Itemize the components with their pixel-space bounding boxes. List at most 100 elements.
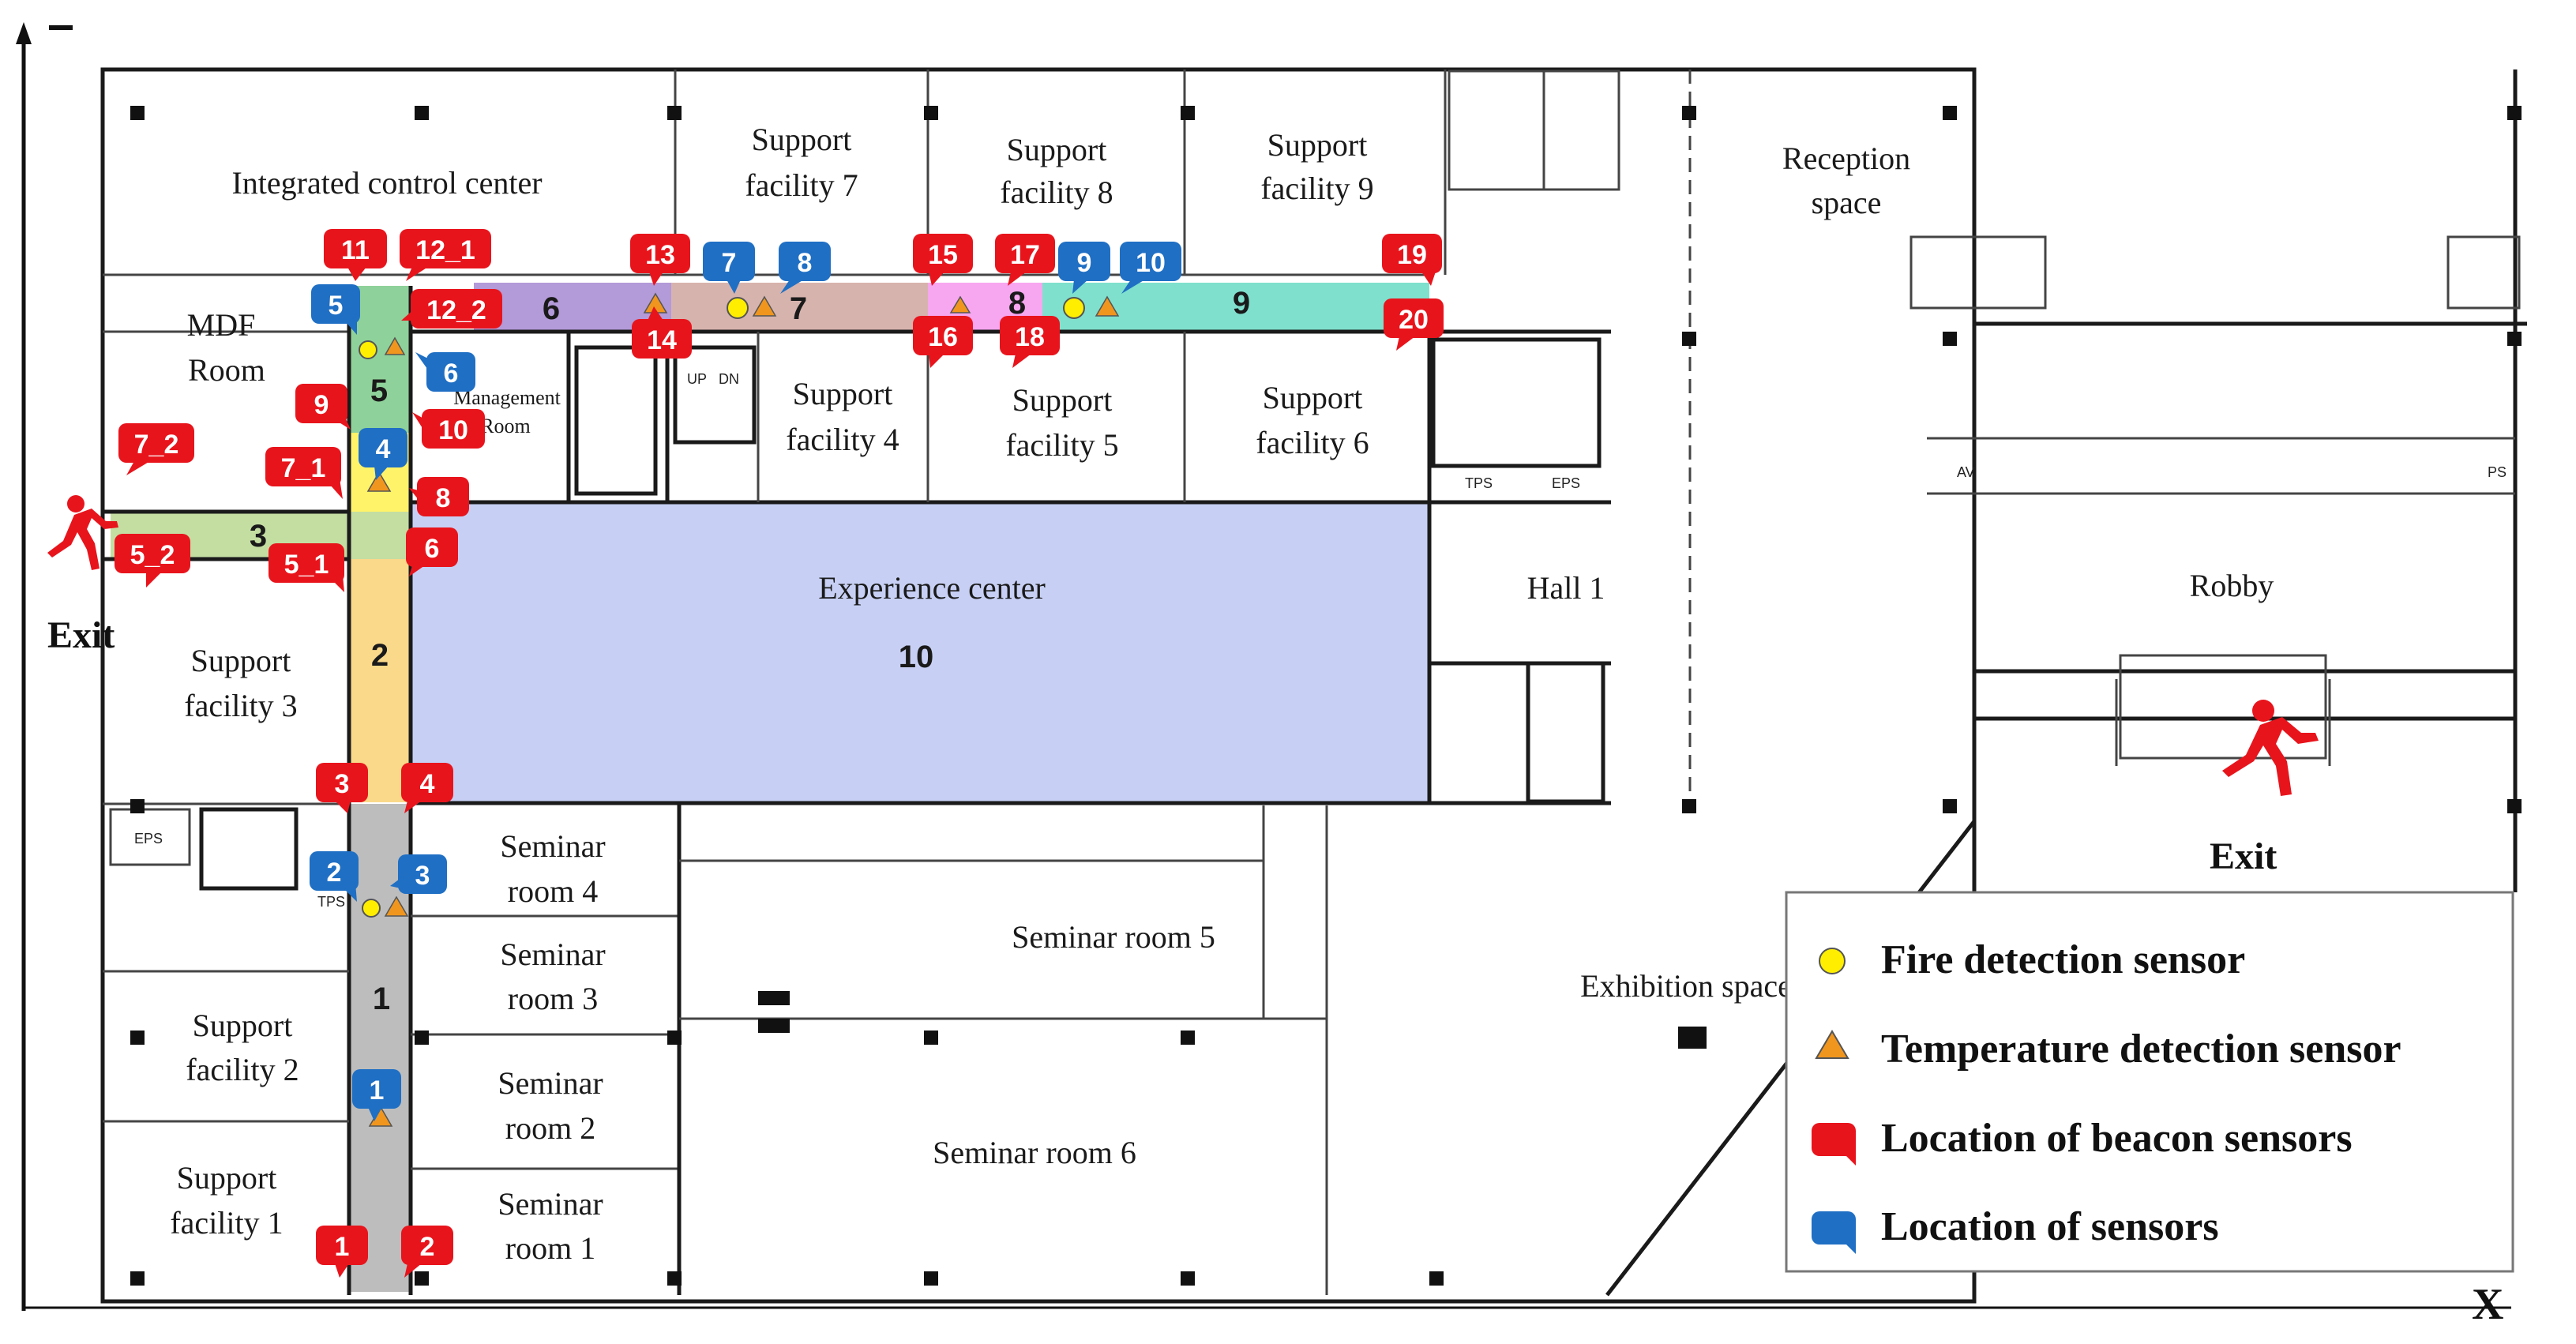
- svg-text:18: 18: [1015, 322, 1045, 352]
- running-person-icon: [2222, 700, 2319, 796]
- corridor-5-label: 5: [370, 374, 388, 408]
- seminar-room-1-label-1: Seminar: [498, 1186, 603, 1222]
- reception-space-label-2: space: [1812, 185, 1882, 220]
- svg-text:7: 7: [722, 248, 737, 278]
- corridor-2-fill: [349, 557, 411, 802]
- svg-text:6: 6: [425, 534, 440, 564]
- seminar-room-5-label: Seminar room 5: [1012, 919, 1215, 955]
- sensor-marker: 2: [310, 851, 359, 902]
- robby-label: Robby: [2190, 568, 2274, 603]
- support-facility-7-label-1: Support: [752, 122, 852, 157]
- svg-text:5: 5: [329, 291, 344, 321]
- technical-labels: EPS TPS TPS EPS UP DN AV PS: [134, 371, 2507, 910]
- seminar-room-6-label: Seminar room 6: [933, 1135, 1136, 1170]
- svg-text:12_1: 12_1: [415, 235, 475, 265]
- fire-sensor: [359, 340, 377, 359]
- temperature-sensor: [384, 336, 406, 355]
- support-facility-1-label-1: Support: [177, 1160, 277, 1196]
- svg-text:17: 17: [1010, 240, 1040, 270]
- beacon-markers: 1 2 3 4 5_1 5_2 6 7_1: [115, 229, 1444, 1278]
- support-facility-2-label-1: Support: [193, 1008, 293, 1043]
- seminar-room-2-label-2: room 2: [505, 1110, 595, 1146]
- corridor-1-label: 1: [373, 982, 390, 1016]
- seminar-room-4-label-2: room 4: [508, 873, 598, 909]
- eps-label-left: EPS: [134, 831, 163, 847]
- svg-text:7_1: 7_1: [281, 453, 326, 483]
- axes: X: [16, 22, 2511, 1329]
- svg-text:11: 11: [341, 235, 370, 265]
- sensor-marker: 3: [390, 854, 447, 894]
- beacon-marker: 18: [1000, 316, 1060, 368]
- beacon-marker: 6: [406, 527, 458, 576]
- svg-text:19: 19: [1397, 240, 1427, 270]
- corridor-10-label: 10: [899, 640, 934, 674]
- beacon-marker: 15: [913, 234, 973, 286]
- temperature-sensor: [366, 471, 392, 492]
- sensor-marker: 5: [311, 284, 360, 335]
- sensor-marker: 6: [415, 352, 475, 392]
- corridor-3-label: 3: [250, 519, 267, 554]
- temperature-sensors: [366, 292, 1120, 1127]
- beacon-marker: 7_2: [118, 423, 194, 475]
- sensor-legend-icon: [1812, 1211, 1856, 1254]
- seminar-room-3-label-1: Seminar: [500, 937, 605, 972]
- room-labels: Integrated control center Support facili…: [170, 122, 2274, 1266]
- sensor-marker: 10: [1120, 242, 1181, 294]
- beacon-marker: 11: [324, 229, 387, 281]
- temperature-sensor: [384, 895, 409, 917]
- svg-text:3: 3: [335, 769, 350, 799]
- support-facility-8-label-1: Support: [1007, 132, 1107, 167]
- support-facility-5-label-1: Support: [1012, 382, 1113, 418]
- mdf-room-label-1: MDF: [187, 307, 256, 343]
- svg-text:16: 16: [928, 322, 958, 352]
- exit-label-right: Exit: [2210, 835, 2277, 877]
- legend-sensor-label: Location of sensors: [1881, 1204, 2219, 1249]
- legend: Fire detection sensor Temperature detect…: [1785, 891, 2514, 1273]
- legend-beacon-label: Location of beacon sensors: [1881, 1116, 2353, 1161]
- x-axis-label: X: [2472, 1280, 2503, 1329]
- mdf-room-label-2: Room: [188, 352, 265, 388]
- svg-text:5_1: 5_1: [284, 550, 329, 580]
- temperature-detection-icon: [1815, 1030, 1849, 1059]
- svg-text:12_2: 12_2: [426, 295, 486, 325]
- support-facility-6-label-2: facility 6: [1256, 425, 1369, 460]
- svg-text:4: 4: [420, 769, 435, 799]
- svg-text:2: 2: [420, 1232, 435, 1262]
- seminar-room-1-label-2: room 1: [505, 1230, 595, 1266]
- sensor-marker: 1: [352, 1069, 401, 1121]
- svg-text:5_2: 5_2: [130, 540, 175, 570]
- temperature-sensor: [949, 295, 971, 313]
- svg-text:8: 8: [436, 483, 451, 513]
- svg-text:8: 8: [798, 248, 813, 278]
- support-facility-6-label-1: Support: [1263, 380, 1363, 415]
- running-person-icon: [47, 495, 118, 570]
- svg-text:14: 14: [647, 325, 677, 355]
- seminar-room-3-label-2: room 3: [508, 981, 598, 1016]
- legend-box: [1785, 891, 2514, 1273]
- svg-text:9: 9: [314, 390, 329, 420]
- sensor-marker: 8: [779, 242, 831, 294]
- corridor-2-label: 2: [371, 638, 389, 673]
- beacon-marker: 9: [295, 384, 351, 430]
- legend-temperature-label: Temperature detection sensor: [1881, 1027, 2401, 1072]
- corridor-7-label: 7: [790, 291, 807, 326]
- corridor-9-label: 9: [1233, 286, 1250, 321]
- fire-sensor: [727, 297, 749, 319]
- tps-label-left: TPS: [317, 894, 345, 910]
- beacon-marker: 7_1: [265, 447, 343, 499]
- support-facility-4-label-2: facility 4: [786, 422, 899, 457]
- support-facility-8-label-2: facility 8: [1000, 175, 1113, 210]
- sensor-markers: 1 2 3 4 5 6 7 8: [310, 242, 1181, 1121]
- beacon-marker: 5_2: [115, 534, 190, 588]
- svg-text:20: 20: [1399, 305, 1429, 335]
- corridor-fills: [111, 283, 1429, 1292]
- svg-text:1: 1: [370, 1076, 385, 1106]
- svg-text:15: 15: [928, 240, 958, 270]
- exhibition-space-label: Exhibition space: [1580, 968, 1792, 1004]
- beacon-marker: 16: [913, 316, 973, 368]
- beacon-marker: 10: [412, 409, 485, 449]
- beacon-marker: 12_2: [401, 289, 502, 328]
- reception-space-label-1: Reception: [1782, 141, 1910, 176]
- temperature-sensor: [1095, 295, 1120, 317]
- sensor-marker: 7: [703, 242, 755, 294]
